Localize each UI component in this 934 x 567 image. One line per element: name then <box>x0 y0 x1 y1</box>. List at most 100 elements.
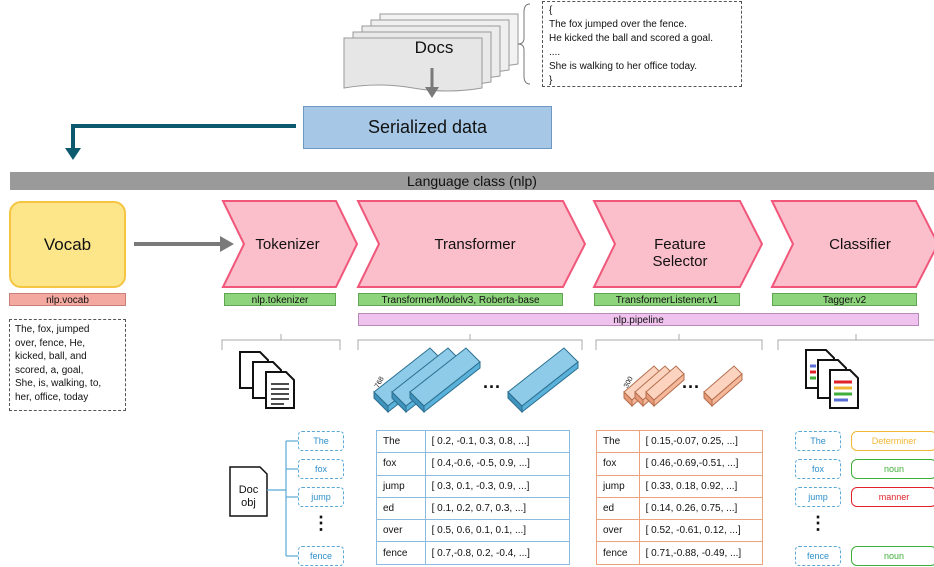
vocab-line: over, fence, He, <box>15 337 86 349</box>
feature-selector-label-line2: Selector <box>652 253 708 270</box>
feature-table-vector-cell: [ 0.46,-0.69,-0.51, ...] <box>638 452 764 476</box>
docs-stack-icon <box>343 13 519 92</box>
doc-obj-icon <box>229 466 268 517</box>
feature-table-token-cell: over <box>596 519 640 543</box>
note-brace <box>517 3 531 85</box>
feature-table-row: over[ 0.52, -0.61, 0.12, ...] <box>596 519 764 543</box>
arrow-serialized-to-nlp <box>65 124 296 160</box>
vocab-box: Vocab <box>9 201 126 288</box>
classifier-token-pill: fox <box>795 459 841 479</box>
vocab-line: She, is, walking, to, <box>15 378 102 389</box>
transformer-table-token-cell: The <box>376 429 426 454</box>
feature-table-vector-cell: [ 0.14, 0.26, 0.75, ...] <box>638 496 764 521</box>
token-pill: jump <box>298 487 344 507</box>
feature-table-token-cell: ed <box>596 496 640 521</box>
transformer-table-vector-cell: [ 0.1, 0.2, 0.7, 0.3, ...] <box>424 496 571 521</box>
vocab-line: scored, a, goal, <box>15 364 84 376</box>
transformer-table-token-cell: fox <box>376 452 426 476</box>
transformer-table-row: fence[ 0.7,-0.8, 0.2, -0.4, ...] <box>376 541 571 565</box>
classifier-label-pill: noun <box>851 546 934 566</box>
token-pill: fence <box>298 546 344 566</box>
arrow-vocab-to-tokenizer <box>134 236 234 252</box>
note-line: The fox jumped over the fence. <box>549 19 687 30</box>
doc-obj-line2: obj <box>241 497 256 509</box>
transformer-table-vector-cell: [ 0.5, 0.6, 0.1, 0.1, ...] <box>424 519 571 543</box>
doc-obj-line1: Doc <box>238 484 259 496</box>
pipeline-tag: nlp.pipeline <box>358 313 919 326</box>
feature-selector-tag: TransformerListener.v1 <box>594 293 740 306</box>
note-line: { <box>549 5 553 16</box>
tokenizer-label: Tokenizer <box>255 236 320 253</box>
transformer-table-token-cell: over <box>376 519 426 543</box>
transformer-table-token-cell: fence <box>376 541 426 565</box>
docs-sample-note: { The fox jumped over the fence. He kick… <box>542 1 742 87</box>
feature-selector-label: Feature Selector <box>620 236 740 270</box>
feature-selector-label-line1: Feature <box>654 236 706 253</box>
feature-table-vector-cell: [ 0.52, -0.61, 0.12, ...] <box>638 519 764 543</box>
feature-table-token-cell: jump <box>596 474 640 498</box>
arrow-docs-to-serialized <box>425 68 439 98</box>
feature-table-row: The[ 0.15,-0.07, 0.25, ...] <box>596 429 764 454</box>
transformer-embedding-cubes-icon <box>373 347 579 414</box>
classifier-token-pill: jump <box>795 487 841 507</box>
vocab-line: her, office, today <box>15 391 89 403</box>
note-line: She is walking to her office today. <box>549 61 698 72</box>
doc-obj-label: Doc obj <box>230 467 267 533</box>
transformer-table-row: jump[ 0.3, 0.1, -0.3, 0.9, ...] <box>376 474 571 498</box>
serialized-data-box: Serialized data <box>303 106 552 149</box>
feature-table-row: jump[ 0.33, 0.18, 0.92, ...] <box>596 474 764 498</box>
classifier-bracket <box>777 339 934 350</box>
classifier-label: Classifier <box>829 236 891 253</box>
note-line: } <box>549 75 553 86</box>
feature-table-token-cell: fox <box>596 452 640 476</box>
feature-table-row: fence[ 0.71,-0.88, -0.49, ...] <box>596 541 764 565</box>
transformer-table-token-cell: jump <box>376 474 426 498</box>
classifier-tag: Tagger.v2 <box>772 293 917 306</box>
note-line: He kicked the ball and scored a goal. <box>549 33 713 44</box>
transformer-tag: TransformerModelv3, Roberta-base <box>358 293 563 306</box>
tokenizer-chevron <box>221 200 359 288</box>
transformer-bracket <box>357 339 583 350</box>
classifier-token-pill: The <box>795 431 841 451</box>
transformer-label: Transformer <box>434 236 516 253</box>
transformer-vector-table: The[ 0.2, -0.1, 0.3, 0.8, ...]fox[ 0.4,-… <box>376 429 571 565</box>
tokenizer-bracket <box>221 339 341 350</box>
transformer-table-row: The[ 0.2, -0.1, 0.3, 0.8, ...] <box>376 429 571 454</box>
vocab-line: kicked, ball, and <box>15 351 87 362</box>
classifier-label-pill: manner <box>851 487 934 507</box>
feature-table-vector-cell: [ 0.33, 0.18, 0.92, ...] <box>638 474 764 498</box>
feature-selector-chevron <box>592 200 764 288</box>
note-line: .... <box>549 47 561 58</box>
transformer-table-row: fox[ 0.4,-0.6, -0.5, 0.9, ...] <box>376 452 571 476</box>
transformer-ellipsis: ... <box>483 372 502 392</box>
tokenizer-tag: nlp.tokenizer <box>224 293 336 306</box>
feature-table-token-cell: fence <box>596 541 640 565</box>
classifier-vertical-dots: ⋮ <box>809 513 827 533</box>
feature-vector-cubes-icon <box>623 365 743 408</box>
vocab-tag: nlp.vocab <box>9 293 126 306</box>
classifier-label-pill: noun <box>851 459 934 479</box>
vocab-word-list: The, fox, jumped over, fence, He, kicked… <box>9 319 126 411</box>
token-vertical-dots: ⋮ <box>312 513 330 533</box>
feature-table-row: fox[ 0.46,-0.69,-0.51, ...] <box>596 452 764 476</box>
transformer-table-row: ed[ 0.1, 0.2, 0.7, 0.3, ...] <box>376 496 571 521</box>
token-pill: fox <box>298 459 344 479</box>
feature-bracket <box>595 339 763 350</box>
transformer-table-vector-cell: [ 0.2, -0.1, 0.3, 0.8, ...] <box>424 429 571 454</box>
classifier-chevron <box>770 200 934 288</box>
language-class-bar: Language class (nlp) <box>10 172 934 190</box>
feature-table-token-cell: The <box>596 429 640 454</box>
transformer-table-vector-cell: [ 0.7,-0.8, 0.2, -0.4, ...] <box>424 541 571 565</box>
token-pill: The <box>298 431 344 451</box>
docs-label: Docs <box>414 38 454 57</box>
feature-table-row: ed[ 0.14, 0.26, 0.75, ...] <box>596 496 764 521</box>
transformer-table-vector-cell: [ 0.4,-0.6, -0.5, 0.9, ...] <box>424 452 571 476</box>
feature-table-vector-cell: [ 0.15,-0.07, 0.25, ...] <box>638 429 764 454</box>
transformer-table-token-cell: ed <box>376 496 426 521</box>
token-tree-connectors <box>267 440 298 557</box>
transformer-table-vector-cell: [ 0.3, 0.1, -0.3, 0.9, ...] <box>424 474 571 498</box>
colored-document-pages-icon <box>805 349 859 409</box>
feature-vector-table: The[ 0.15,-0.07, 0.25, ...]fox[ 0.46,-0.… <box>596 429 764 565</box>
classifier-label-pill: Determiner <box>851 431 934 451</box>
